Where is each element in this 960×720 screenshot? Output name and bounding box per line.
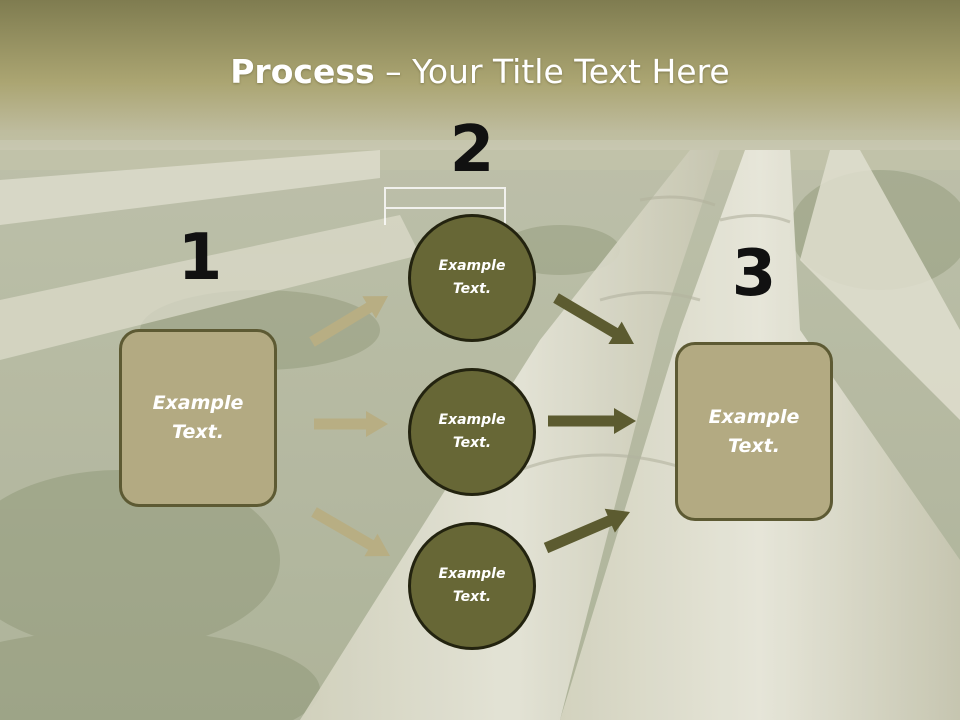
circle-top-text: Example Text. — [438, 258, 506, 297]
arrow-left-to-top — [309, 296, 388, 347]
process-circle-bottom[interactable]: Example Text. — [408, 522, 536, 650]
right-box-text: Example Text. — [708, 405, 800, 457]
left-process-box[interactable]: Example Text. — [119, 329, 277, 507]
step-number-3: 3 — [731, 237, 777, 311]
arrow-left-to-middle — [314, 411, 388, 437]
step-number-1: 1 — [177, 221, 223, 295]
step-number-2: 2 — [449, 113, 495, 187]
left-box-text: Example Text. — [152, 392, 244, 443]
right-process-box[interactable]: Example Text. — [675, 342, 833, 521]
arrow-top-to-right — [553, 293, 634, 344]
title-rest: – Your Title Text Here — [374, 52, 730, 91]
arrow-middle-to-right — [548, 408, 636, 434]
slide-title: Process – Your Title Text Here — [0, 52, 960, 91]
process-circle-top[interactable]: Example Text. — [408, 214, 536, 342]
circle-bottom-text: Example Text. — [438, 566, 506, 605]
process-circle-middle[interactable]: Example Text. — [408, 368, 536, 496]
arrow-left-to-bottom — [311, 507, 390, 557]
arrow-bottom-to-right — [543, 508, 630, 554]
circle-middle-text: Example Text. — [438, 412, 506, 451]
title-bold: Process — [230, 52, 375, 91]
